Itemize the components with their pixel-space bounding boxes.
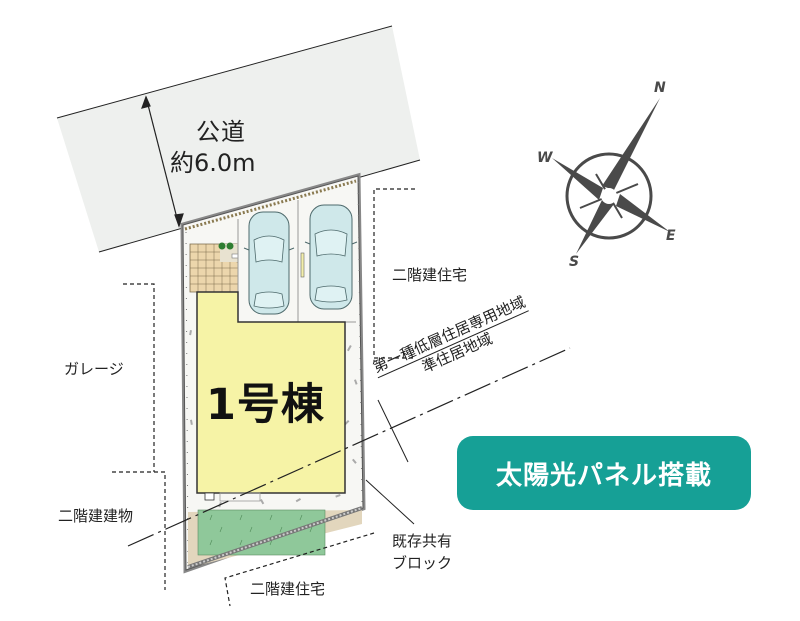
- shrub-icon: [226, 242, 234, 250]
- tiled-entrance: [189, 242, 239, 297]
- compass-w-label: W: [537, 150, 553, 166]
- shrub-icon: [218, 242, 226, 250]
- lawn-area: [197, 509, 326, 556]
- block-note-line2: ブロック: [392, 554, 453, 572]
- zoning-boundary-line: [127, 347, 571, 547]
- compass-e-label: E: [666, 228, 676, 244]
- neighbor-bottom-outline: [224, 532, 375, 607]
- block-note-line1: 既存共有: [392, 532, 453, 550]
- neighbor-left-outline: [112, 471, 166, 590]
- car-icon: [304, 204, 358, 310]
- compass-n-label: N: [654, 80, 666, 96]
- neighbor-garage-label: ガレージ: [64, 360, 124, 378]
- road-name-label: 公道: [196, 118, 246, 146]
- compass-rose-icon: [552, 98, 670, 254]
- neighbor-bottom-label: 二階建住宅: [250, 580, 326, 598]
- shared-block-note: 既存共有 ブロック: [392, 530, 452, 574]
- neighbor-left-label: 二階建建物: [58, 507, 134, 525]
- compass-s-label: S: [569, 254, 580, 270]
- building-label: 1号棟: [206, 380, 325, 430]
- road-width-arrow: [141, 95, 184, 228]
- grass-texture: [209, 514, 313, 546]
- post-icon: [300, 252, 305, 278]
- car-icon: [243, 211, 295, 315]
- road-width-label: 約6.0m: [170, 149, 256, 177]
- neighbor-right-label: 二階建住宅: [392, 266, 468, 284]
- neighbor-garage-outline: [123, 283, 155, 472]
- building-footprint: [196, 291, 346, 494]
- public-road: [57, 26, 420, 252]
- solar-panel-badge: 太陽光パネル搭載: [457, 436, 751, 510]
